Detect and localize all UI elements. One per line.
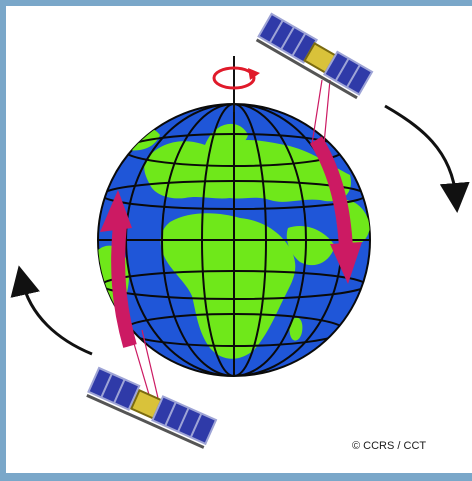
satellite-beams [129,79,331,399]
land-africa [160,213,296,359]
rotation-arrow-icon [212,56,260,112]
land-europe [144,140,351,202]
globe-icon [97,103,371,377]
motion-arrows [10,104,470,356]
copyright-credit: © CCRS / CCT [352,440,427,452]
satellite-icon [255,12,374,100]
land-madagascar [289,317,303,341]
land-arabia [286,226,335,266]
orbit-arrow-icon [100,136,362,348]
satellite-icon [86,366,218,449]
